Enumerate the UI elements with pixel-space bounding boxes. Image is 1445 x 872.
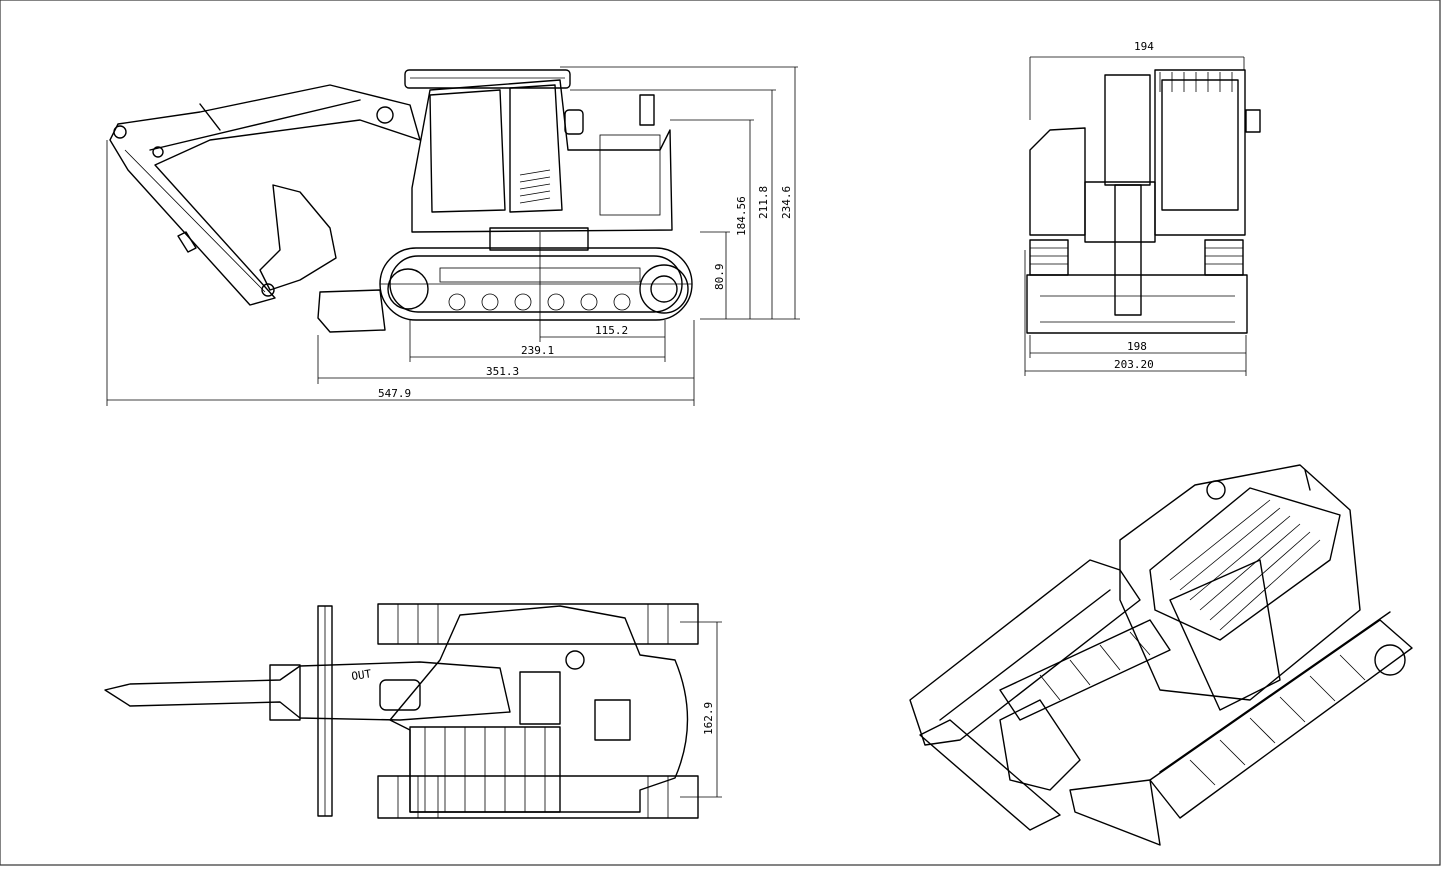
isometric-view <box>909 464 1413 846</box>
side-body <box>404 69 673 251</box>
dim-front-to-sprocket: 115.2 <box>595 324 628 337</box>
side-track <box>379 247 693 321</box>
dim-overall-width: 203.20 <box>1114 358 1154 371</box>
front-dimensions: 194 198 203.20 <box>1024 40 1247 376</box>
dim-blade-width: 198 <box>1127 340 1147 353</box>
top-dimensions: 162.9 <box>680 621 722 798</box>
dim-top-width: 194 <box>1134 40 1154 53</box>
top-view: OUT 162.9 <box>104 603 722 819</box>
dim-rail-height: 211.8 <box>757 186 770 219</box>
front-view: 194 198 203.20 <box>1024 40 1261 376</box>
side-view: 547.9 351.3 239.1 115.2 80.9 184.56 211.… <box>106 66 800 406</box>
dim-track-gauge: 162.9 <box>702 702 715 735</box>
front-machine <box>1026 69 1261 334</box>
side-dimensions: 547.9 351.3 239.1 115.2 80.9 184.56 211.… <box>106 66 800 406</box>
dim-track-length: 351.3 <box>486 365 519 378</box>
dim-overall-length: 547.9 <box>378 387 411 400</box>
dim-track-height: 80.9 <box>713 264 726 291</box>
dim-track-contact: 239.1 <box>521 344 554 357</box>
side-boom-arm <box>109 84 421 333</box>
dim-overall-height: 234.6 <box>780 186 793 219</box>
dim-cab-height: 184.56 <box>735 196 748 236</box>
top-machine: OUT <box>104 603 699 819</box>
out-port-label: OUT <box>351 667 373 683</box>
